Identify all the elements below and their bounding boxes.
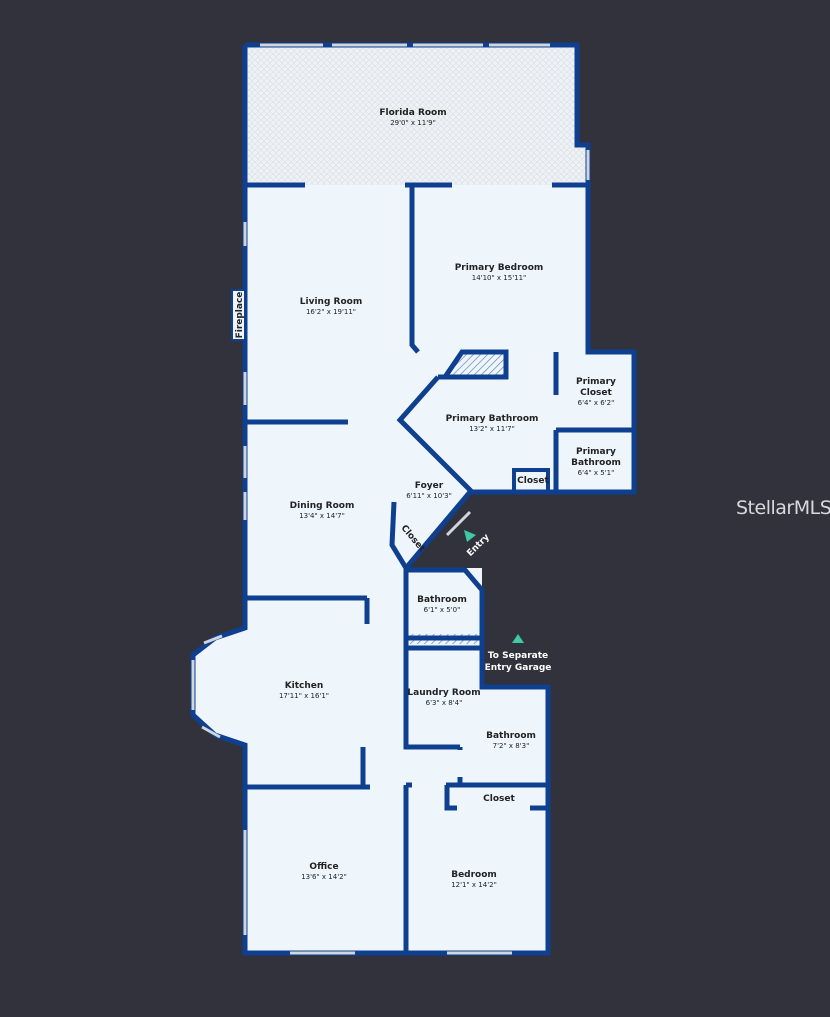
primary-closet-name-1: Primary bbox=[576, 377, 616, 387]
bathroom1-dim: 6'1" x 5'0" bbox=[424, 606, 461, 614]
foyer-name: Foyer bbox=[415, 481, 444, 491]
foyer-dim: 6'11" x 10'3" bbox=[406, 492, 452, 500]
bedroom-dim: 12'1" x 14'2" bbox=[451, 881, 497, 889]
florida-room-floor bbox=[247, 47, 588, 185]
primary-bathroom2-name-1: Primary bbox=[576, 447, 616, 457]
kitchen-dim: 17'11" x 16'1" bbox=[279, 692, 329, 700]
dining-room-name: Dining Room bbox=[290, 501, 355, 511]
primary-bedroom-name: Primary Bedroom bbox=[455, 263, 544, 273]
fireplace-label: Fireplace bbox=[235, 292, 245, 339]
office-name: Office bbox=[309, 862, 338, 872]
primary-closet-dim: 6'4" x 6'2" bbox=[578, 399, 615, 407]
primary-closet-name-2: Closet bbox=[580, 388, 612, 398]
living-room-name: Living Room bbox=[300, 297, 362, 307]
entry-arrow-icon bbox=[464, 530, 476, 542]
florida-room-name: Florida Room bbox=[379, 108, 446, 118]
windows bbox=[191, 43, 590, 955]
fireplace bbox=[231, 289, 246, 341]
primary-bathroom-name: Primary Bathroom bbox=[446, 414, 539, 424]
living-room-dim: 16'2" x 19'11" bbox=[306, 308, 356, 316]
bedroom-name: Bedroom bbox=[451, 870, 497, 880]
garage-label-2: Entry Garage bbox=[485, 663, 552, 673]
garage-label-1: To Separate bbox=[488, 651, 548, 661]
laundry-room-dim: 6'3" x 8'4" bbox=[426, 699, 463, 707]
florida-room-dim: 29'0" x 11'9" bbox=[390, 119, 436, 127]
bathroom2-name: Bathroom bbox=[486, 731, 536, 741]
laundry-room-name: Laundry Room bbox=[407, 688, 480, 698]
room-labels: Florida Room 29'0" x 11'9" Primary Bedro… bbox=[279, 108, 621, 889]
office-dim: 13'6" x 14'2" bbox=[301, 873, 347, 881]
primary-closet-small-name: Closet bbox=[517, 476, 549, 486]
walls bbox=[190, 42, 637, 956]
primary-bathroom2-dim: 6'4" x 5'1" bbox=[578, 469, 615, 477]
kitchen-name: Kitchen bbox=[285, 681, 324, 691]
primary-bathroom-dim: 13'2" x 11'7" bbox=[469, 425, 515, 433]
dining-room-dim: 13'4" x 14'7" bbox=[299, 512, 345, 520]
watermark-logo: StellarMLS bbox=[736, 497, 830, 519]
bathroom2-dim: 7'2" x 8'3" bbox=[493, 742, 530, 750]
bedroom-closet-name: Closet bbox=[483, 794, 515, 804]
primary-bedroom-dim: 14'10" x 15'11" bbox=[472, 274, 527, 282]
primary-bathroom2-name-2: Bathroom bbox=[571, 458, 621, 468]
bathroom1-name: Bathroom bbox=[417, 595, 467, 605]
garage-arrow-icon bbox=[512, 634, 524, 643]
